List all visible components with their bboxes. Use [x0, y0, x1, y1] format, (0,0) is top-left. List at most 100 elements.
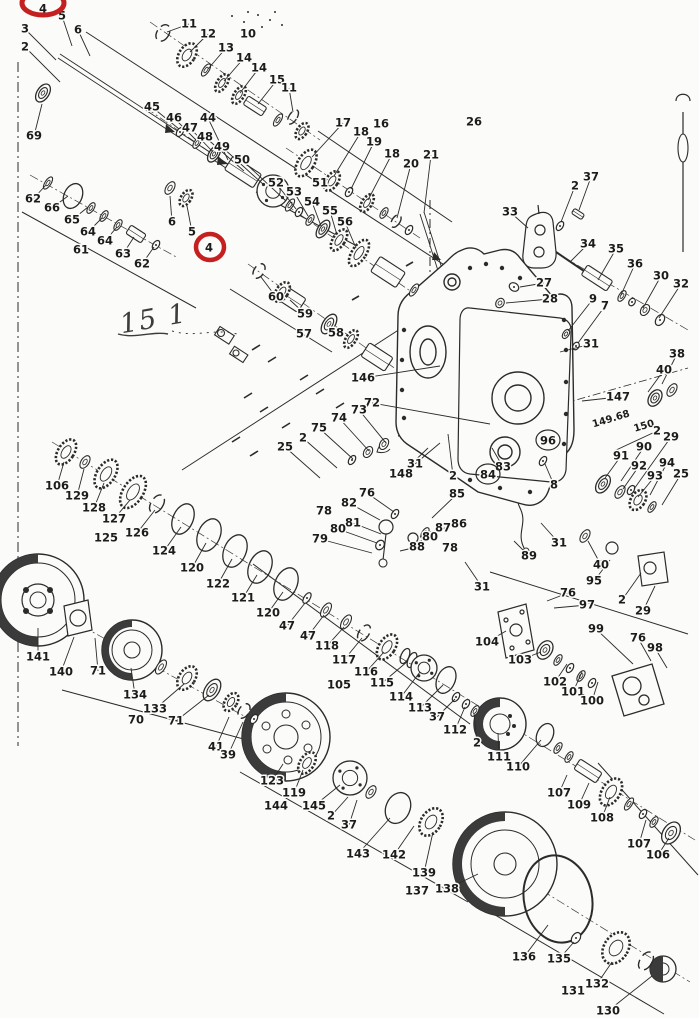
- leader-line: [352, 522, 382, 535]
- part-label: 138: [435, 882, 459, 896]
- part-label: 64: [97, 234, 113, 248]
- leader-line: [313, 784, 341, 807]
- leader-line: [577, 305, 606, 344]
- leader-line: [104, 226, 118, 242]
- part-label: 76: [359, 486, 375, 500]
- part-label: 60: [268, 290, 284, 304]
- part-label: 104: [475, 635, 499, 649]
- part-label: 107: [627, 837, 651, 851]
- part-label: 63: [115, 247, 131, 261]
- part-label: 31: [551, 536, 567, 550]
- part-label: 34: [580, 237, 596, 251]
- part-label: 96: [540, 434, 556, 448]
- part-label: 129: [65, 489, 89, 503]
- leader-line: [553, 604, 588, 609]
- part-label: 58: [328, 326, 344, 340]
- leader-line: [546, 592, 569, 602]
- leader-line: [357, 817, 391, 855]
- leader-line: [311, 122, 344, 158]
- leader-line: [497, 732, 500, 758]
- part-label: 14: [236, 51, 252, 65]
- leader-line: [284, 446, 321, 479]
- leader-line: [607, 975, 653, 1012]
- part-label: 85: [449, 487, 465, 501]
- part-label: 145: [302, 799, 326, 813]
- leader-line: [419, 527, 444, 538]
- part-label: 31: [474, 580, 490, 594]
- leader-line: [620, 446, 645, 482]
- leader-lines: [24, 15, 682, 1012]
- part-label: 38: [669, 347, 685, 361]
- brake-disc: [241, 692, 331, 782]
- part-label: 87: [435, 521, 451, 535]
- leader-line: [569, 243, 589, 263]
- part-label: 12: [200, 27, 216, 41]
- leader-line: [136, 509, 156, 534]
- part-label: 113: [408, 701, 432, 715]
- leader-line: [302, 437, 338, 469]
- part-label: 21: [423, 148, 439, 162]
- part-label: 144: [264, 799, 288, 813]
- leader-line: [348, 502, 381, 521]
- leader-line: [367, 153, 393, 201]
- part-label: 45: [144, 100, 160, 114]
- part-label: 16: [373, 117, 389, 131]
- part-label: 109: [567, 798, 591, 812]
- part-label: 120: [180, 561, 204, 575]
- leader-line: [122, 236, 135, 255]
- leader-line: [307, 614, 325, 637]
- part-label: 141: [26, 650, 50, 664]
- speckles: [231, 11, 283, 28]
- part-label: 25: [277, 440, 293, 454]
- leader-line: [166, 23, 190, 33]
- part-label: 78: [316, 504, 332, 518]
- leader-line: [87, 217, 103, 233]
- end-cup: [649, 955, 677, 983]
- leader-line: [414, 442, 441, 465]
- leader-line: [311, 201, 322, 227]
- part-label: 5: [188, 225, 196, 239]
- leader-line: [638, 819, 647, 845]
- highlight-circle-4: [193, 231, 227, 263]
- part-label: 62: [25, 192, 41, 206]
- leader-line: [24, 28, 57, 61]
- leader-line: [519, 651, 542, 661]
- part-label: 28: [542, 292, 558, 306]
- leader-line: [289, 299, 306, 315]
- leader-line: [343, 637, 363, 661]
- leader-line: [454, 706, 466, 731]
- leader-line: [348, 799, 358, 826]
- latch-plate: [605, 541, 669, 587]
- leader-line: [587, 540, 602, 566]
- part-label: 39: [220, 748, 236, 762]
- leader-line: [173, 117, 197, 141]
- electric-motor: [473, 697, 527, 751]
- leader-line: [223, 57, 245, 82]
- part-label: 47: [182, 121, 198, 135]
- part-label: 140: [49, 665, 73, 679]
- leader-line: [519, 282, 545, 288]
- part-label: 72: [364, 396, 380, 410]
- leader-line: [423, 154, 432, 214]
- leader-line: [419, 684, 444, 709]
- part-label: 2: [618, 593, 626, 607]
- leader-line: [271, 763, 284, 782]
- part-label: 89: [521, 549, 537, 563]
- leader-line: [409, 536, 431, 546]
- part-label: 37: [583, 170, 599, 184]
- part-label: 95: [586, 574, 602, 588]
- part-label: 46: [166, 111, 182, 125]
- part-label: 79: [312, 532, 328, 546]
- part-label: 139: [412, 866, 436, 880]
- hatch-ticks: [231, 261, 414, 457]
- part-label: 80: [330, 522, 346, 536]
- leader-line: [77, 29, 91, 57]
- part-label: 71: [90, 664, 106, 678]
- leader-line: [32, 184, 47, 200]
- leader-line: [189, 127, 213, 152]
- leader-line: [591, 681, 599, 702]
- grooved-pulley: [101, 619, 163, 681]
- leader-line: [658, 283, 682, 319]
- leader-line: [169, 195, 173, 223]
